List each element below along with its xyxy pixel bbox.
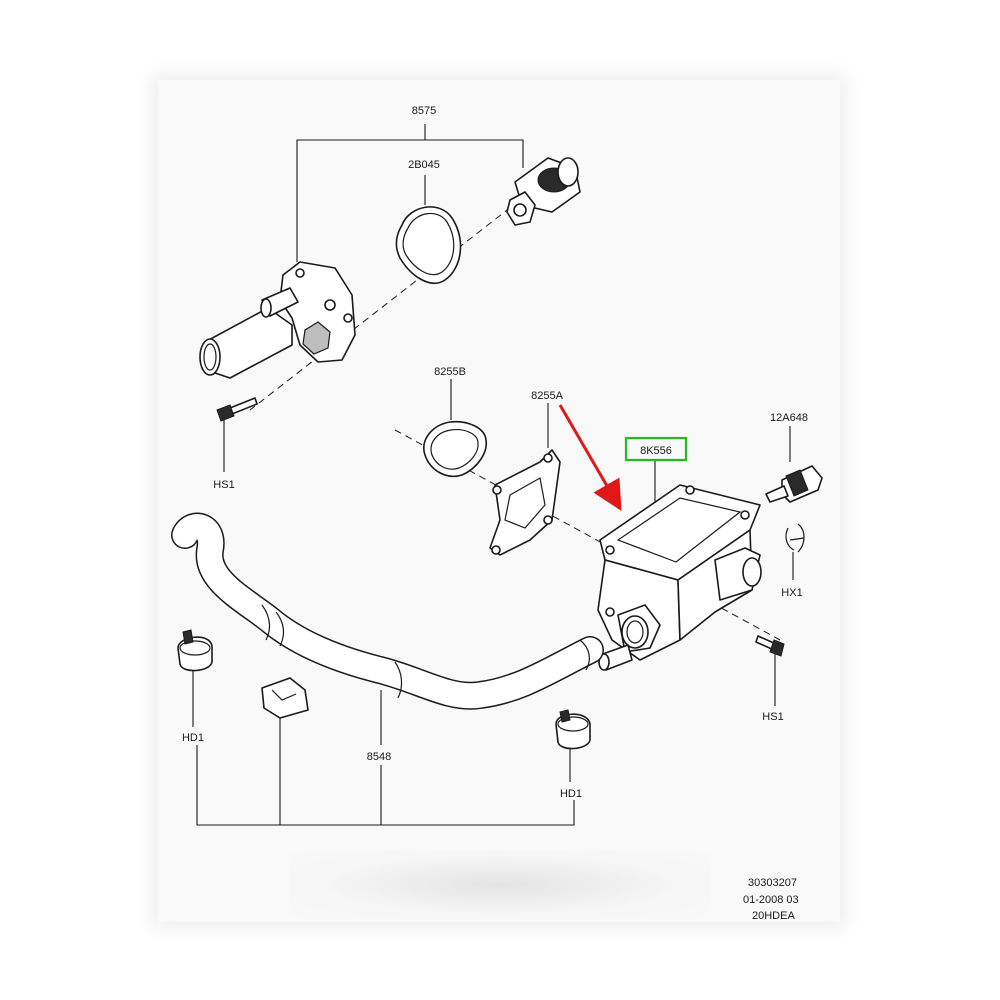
thermostat-8575 [506, 157, 581, 226]
label-hx1: HX1 [781, 587, 802, 599]
bolt-hs1-top [216, 397, 258, 422]
reference-line-3: 20HDEA [752, 910, 795, 922]
leader-lines [192, 124, 794, 826]
highlight-arrow [558, 404, 622, 511]
label-2b045: 2B045 [408, 159, 440, 171]
diagram-reference: 30303207 01-2008 03 20HDEA [743, 877, 799, 922]
clip-hx1 [785, 523, 805, 553]
label-hd1-right: HD1 [560, 788, 582, 800]
reference-line-2: 01-2008 03 [743, 894, 799, 906]
bolt-hs1-bottom [755, 635, 785, 657]
hose-clip-middle [261, 677, 309, 719]
part-labels: 8575 2B045 8255B 8255A 8K556 12A648 HS1 … [182, 105, 808, 800]
coolant-outlet-8k556 [597, 484, 762, 671]
thermostat-housing [199, 261, 356, 379]
label-hs1-bottom: HS1 [762, 711, 783, 723]
label-12a648: 12A648 [770, 412, 808, 424]
hose-clip-hd1-right [555, 709, 591, 750]
label-hd1-left: HD1 [182, 732, 204, 744]
temperature-sensor-12a648 [765, 465, 823, 503]
label-8548: 8548 [367, 751, 391, 763]
label-8255b: 8255B [434, 366, 466, 378]
label-8575: 8575 [412, 105, 436, 117]
reference-line-1: 30303207 [748, 877, 797, 889]
label-8255a: 8255A [531, 390, 563, 402]
gasket-2b045 [395, 206, 462, 284]
gasket-8255b [423, 420, 487, 477]
page-shadow [290, 850, 710, 920]
hose-clip-hd1-left [177, 629, 213, 672]
gasket-plate-8255a [489, 449, 561, 556]
label-8k556: 8K556 [640, 445, 672, 457]
highlight-box [624, 436, 688, 462]
label-hs1-top: HS1 [213, 479, 234, 491]
coolant-hose-8548 [171, 512, 604, 710]
